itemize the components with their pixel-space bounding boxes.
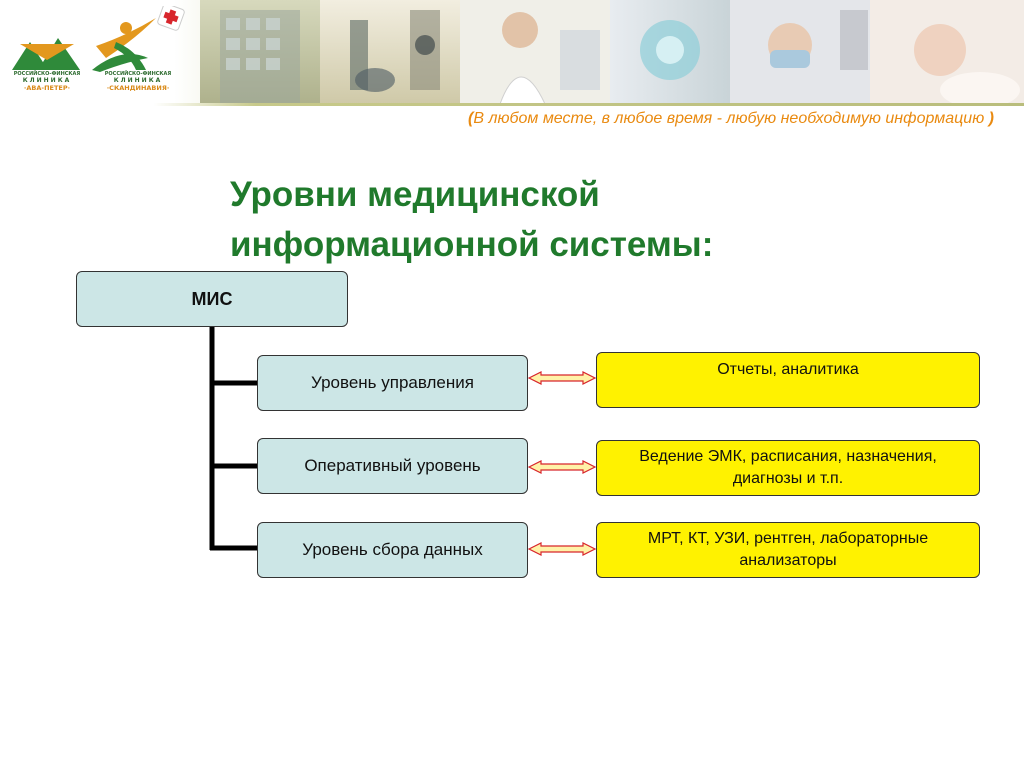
scandinavia-emblem-icon	[92, 3, 185, 72]
ava-peter-logo-line2: КЛИНИКА	[22, 77, 72, 84]
double-arrow-2	[527, 460, 597, 474]
level-box-management: Уровень управления	[257, 355, 528, 411]
scandinavia-logo-line3: ·СКАНДИНАВИЯ·	[106, 84, 170, 92]
scandinavia-logo: РОССИЙСКО-ФИНСКАЯ КЛИНИКА ·СКАНДИНАВИЯ·	[86, 3, 190, 98]
desc-box-data-collection: МРТ, КТ, УЗИ, рентген, лабораторные анал…	[596, 522, 980, 578]
slogan-open-paren: (	[468, 110, 474, 127]
ava-peter-logo-line3: ·АВА-ПЕТЕР·	[23, 84, 71, 92]
mis-root-box: МИС	[76, 271, 348, 327]
header-banner: РОССИЙСКО-ФИНСКАЯ КЛИНИКА ·АВА-ПЕТЕР· РО…	[0, 0, 1024, 104]
clinic-photo-collage	[200, 0, 1024, 104]
level-description: Отчеты, аналитика	[717, 361, 859, 378]
level-description: Ведение ЭМК, расписания, назначения, диа…	[639, 448, 937, 487]
ava-peter-logo: РОССИЙСКО-ФИНСКАЯ КЛИНИКА ·АВА-ПЕТЕР·	[8, 32, 86, 98]
level-label: Уровень управления	[311, 373, 474, 392]
tree-lines	[209, 327, 257, 551]
page-title-line1: Уровни медицинской	[230, 175, 600, 214]
ava-peter-emblem-icon	[12, 38, 80, 70]
double-arrow-3	[527, 542, 597, 556]
mis-root-label: МИС	[191, 288, 233, 309]
ava-peter-logo-line1: РОССИЙСКО-ФИНСКАЯ	[13, 71, 81, 77]
desc-box-management: Отчеты, аналитика	[596, 352, 980, 408]
page-title: Уровни медицинской информационной систем…	[230, 170, 850, 270]
page-title-line2: информационной системы:	[230, 225, 714, 264]
red-cross-icon	[157, 3, 185, 31]
desc-box-operational: Ведение ЭМК, расписания, назначения, диа…	[596, 440, 980, 496]
double-arrow-1	[527, 371, 597, 385]
slogan-text: В любом месте, в любое время - любую нео…	[473, 110, 985, 127]
level-description: МРТ, КТ, УЗИ, рентген, лабораторные анал…	[647, 530, 929, 569]
level-label: Уровень сбора данных	[302, 540, 483, 559]
banner-divider	[0, 103, 1024, 106]
scandinavia-logo-line1: РОССИЙСКО-ФИНСКАЯ	[104, 71, 172, 77]
slogan-close-paren: )	[988, 110, 994, 127]
double-arrows	[527, 371, 597, 556]
level-label: Оперативный уровень	[304, 456, 481, 475]
level-box-data-collection: Уровень сбора данных	[257, 522, 528, 578]
scandinavia-logo-line2: КЛИНИКА	[113, 77, 163, 84]
level-box-operational: Оперативный уровень	[257, 438, 528, 494]
slogan: (В любом месте, в любое время - любую не…	[468, 110, 994, 128]
